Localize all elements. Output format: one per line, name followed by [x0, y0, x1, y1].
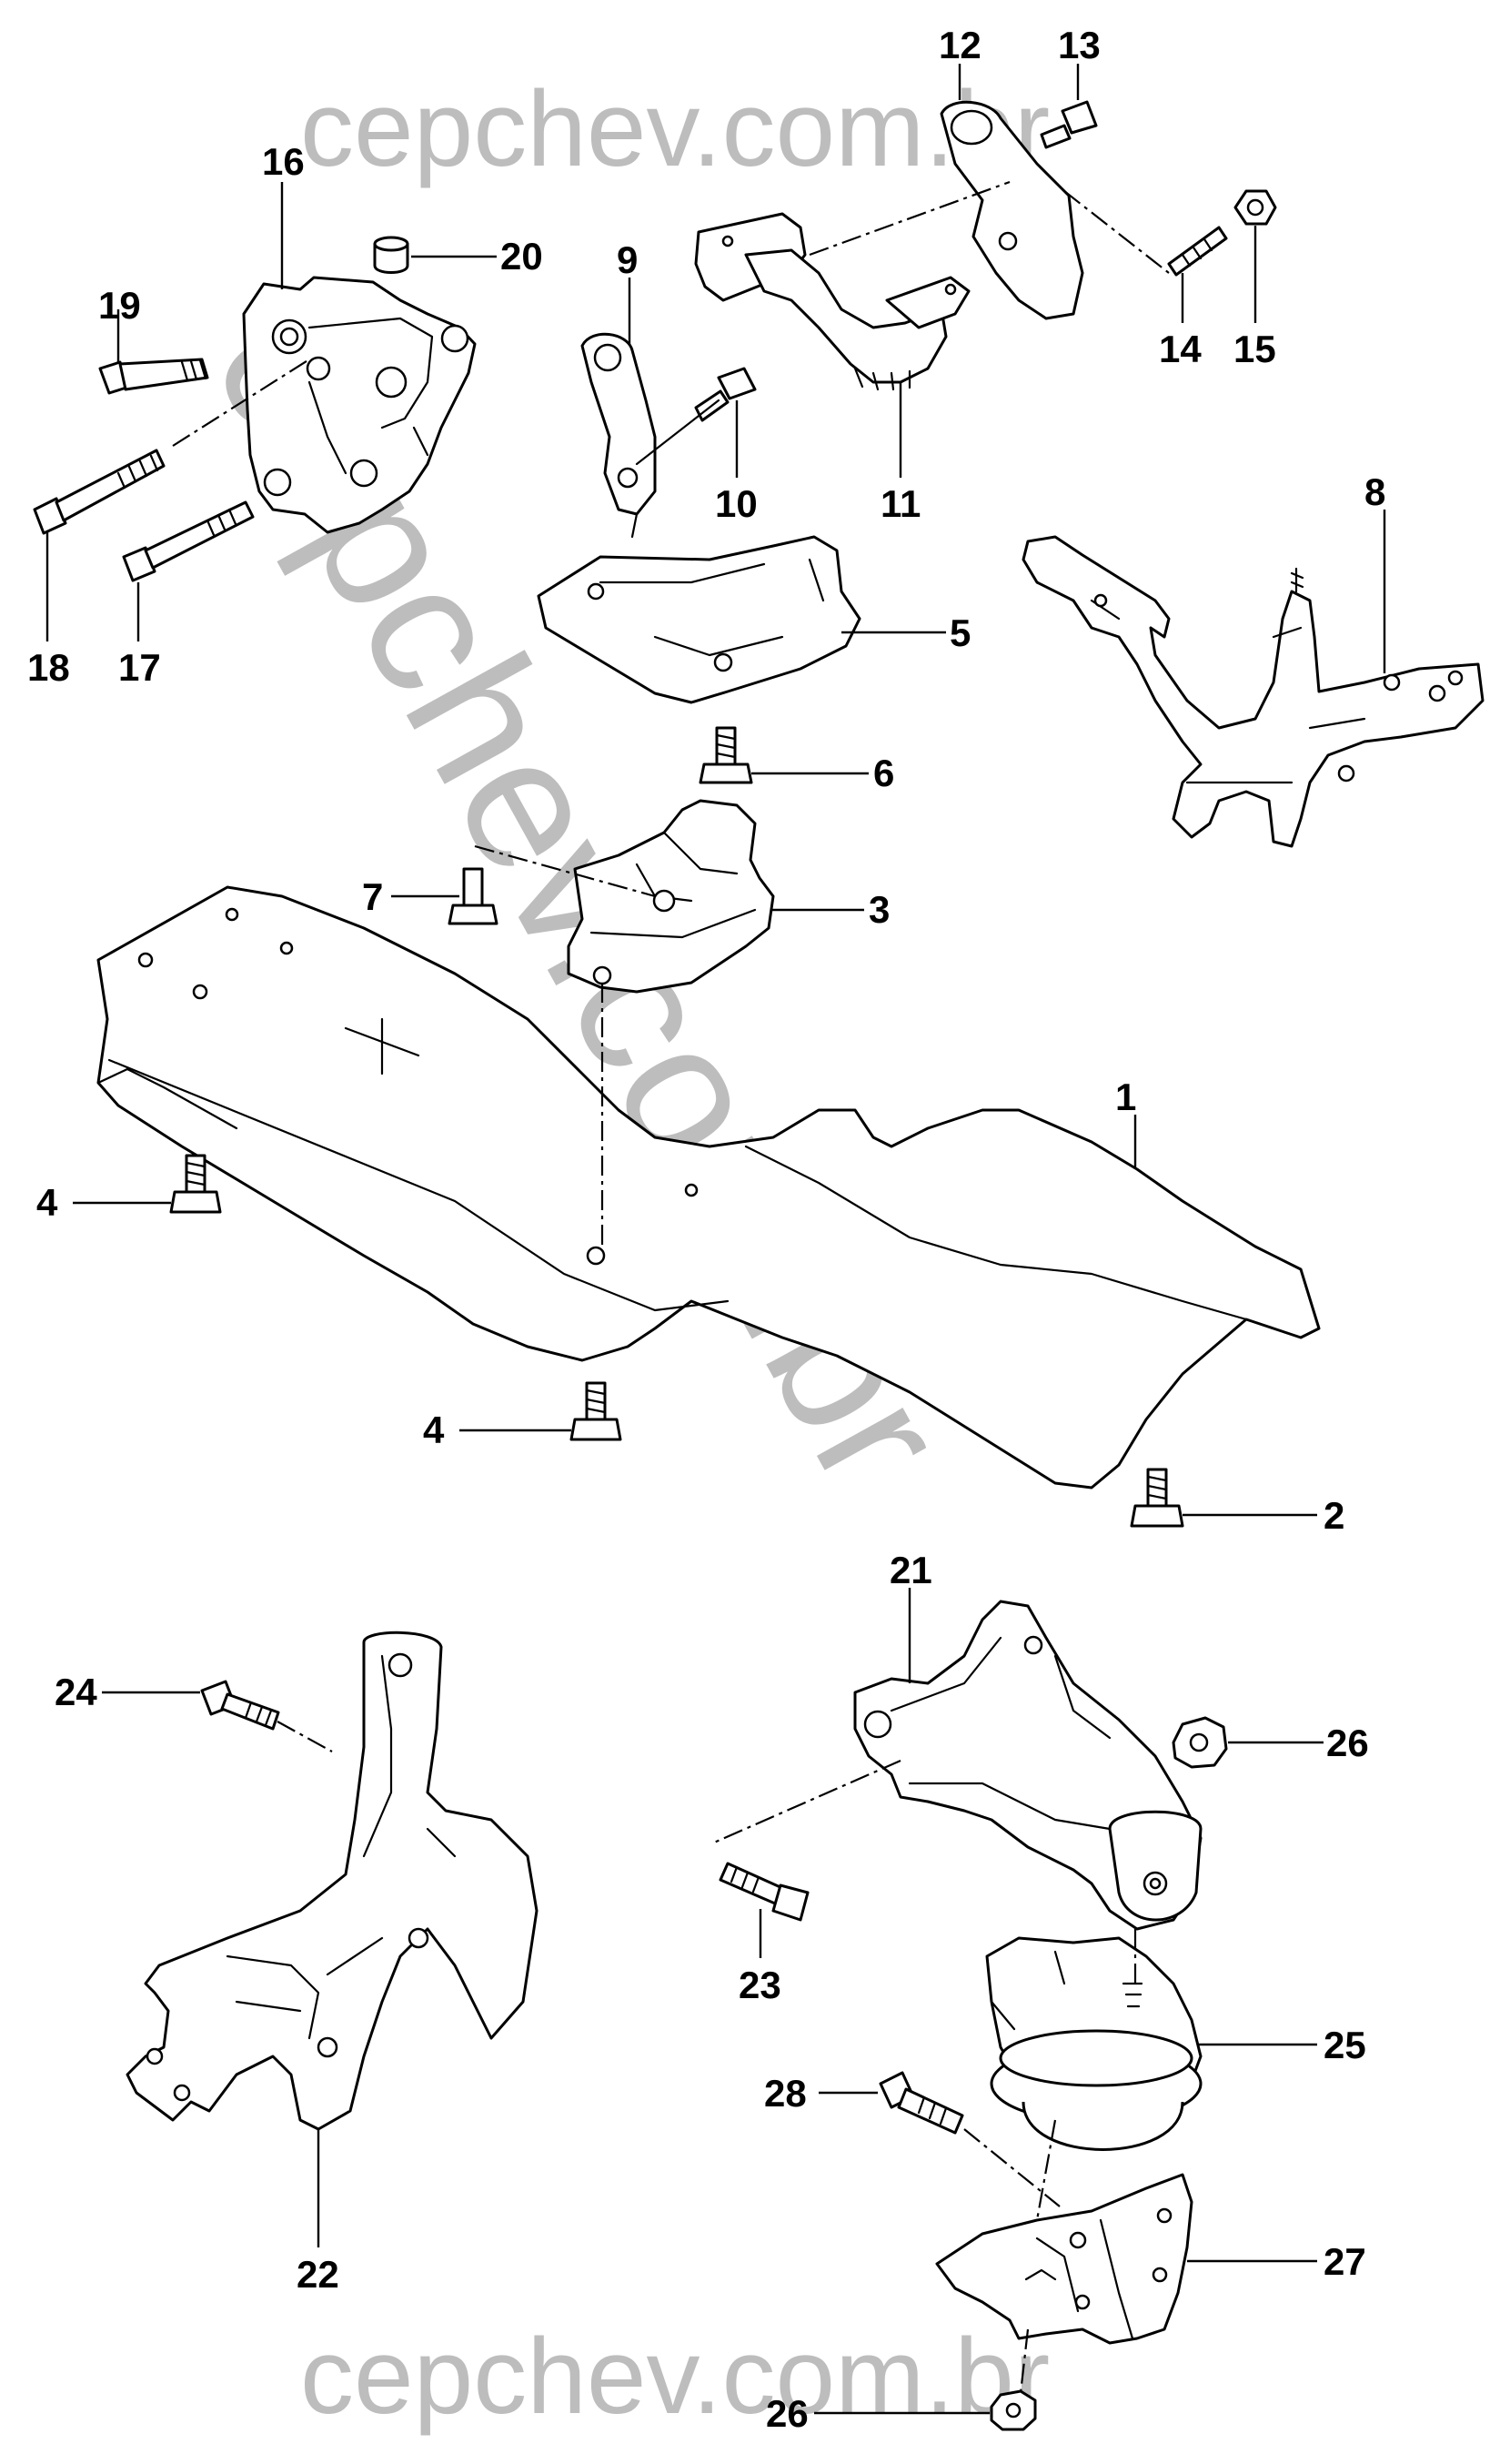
part-3-rubber-mount — [567, 799, 775, 994]
callout-24: 24 — [55, 1671, 97, 1713]
callout-26-upper: 26 — [1326, 1722, 1369, 1764]
callout-9: 9 — [617, 238, 638, 281]
callout-7: 7 — [362, 875, 383, 918]
part-28-bolt — [879, 2071, 964, 2135]
callout-8: 8 — [1364, 470, 1385, 513]
callout-28: 28 — [764, 2072, 807, 2115]
part-2-bolt — [1130, 1468, 1184, 1528]
callout-13: 13 — [1058, 24, 1101, 66]
part-20-sleeve — [373, 236, 409, 274]
part-4-bolt-lower — [569, 1381, 622, 1441]
part-5-mount-pad — [537, 535, 861, 704]
callout-20: 20 — [500, 235, 543, 278]
callout-15: 15 — [1233, 328, 1276, 370]
callout-23: 23 — [739, 1964, 781, 2006]
callout-5: 5 — [950, 611, 971, 654]
part-7-bolt — [448, 867, 498, 925]
callout-4-lower: 4 — [423, 1409, 445, 1451]
part-23-bolt — [719, 1862, 810, 1922]
part-24-bolt — [200, 1680, 280, 1731]
part-11-bracket — [694, 212, 971, 391]
callout-2: 2 — [1324, 1494, 1344, 1537]
watermark-top: cepchev.com.br — [300, 69, 1050, 189]
part-26-nut-upper — [1172, 1716, 1228, 1769]
callout-25: 25 — [1324, 2024, 1366, 2066]
callout-3: 3 — [869, 888, 890, 931]
part-18-bolt — [33, 449, 166, 535]
callout-27: 27 — [1324, 2240, 1366, 2283]
part-21-engine-bracket — [853, 1600, 1203, 1931]
callout-17: 17 — [118, 646, 161, 689]
callout-26-lower: 26 — [766, 2392, 809, 2435]
callout-10: 10 — [715, 482, 758, 525]
callout-11: 11 — [881, 482, 921, 525]
part-14-stud — [1167, 226, 1228, 277]
callout-16: 16 — [262, 140, 305, 183]
part-8-crossmember — [1022, 535, 1485, 848]
part-12-plate — [940, 100, 1084, 320]
callout-6: 6 — [873, 752, 894, 794]
part-15-nut — [1233, 189, 1277, 226]
part-19-bolt — [98, 358, 209, 395]
part-26-nut-lower — [990, 2389, 1037, 2431]
part-22-support-bracket — [126, 1631, 539, 2131]
part-13-bolt — [1040, 100, 1098, 149]
part-1-crossmember — [96, 885, 1321, 1490]
part-17-bolt — [122, 500, 255, 582]
part-16-mount-bracket — [242, 276, 477, 534]
callout-18: 18 — [27, 646, 70, 689]
callout-21: 21 — [890, 1549, 932, 1591]
callout-19: 19 — [98, 284, 141, 327]
callout-1: 1 — [1115, 1075, 1136, 1118]
callout-14: 14 — [1159, 328, 1202, 370]
part-25-rubber-mount — [985, 1936, 1203, 2151]
part-27-lower-bracket — [935, 2173, 1193, 2345]
watermark-bottom: cepchev.com.br — [300, 2317, 1050, 2437]
part-10-bolt — [694, 367, 757, 422]
part-6-bolt — [699, 726, 753, 784]
callout-22: 22 — [297, 2253, 339, 2296]
part-9-bracket — [580, 332, 657, 539]
part-4-bolt-upper — [169, 1154, 222, 1214]
callout-4-upper: 4 — [36, 1181, 58, 1224]
callout-12: 12 — [939, 24, 982, 66]
